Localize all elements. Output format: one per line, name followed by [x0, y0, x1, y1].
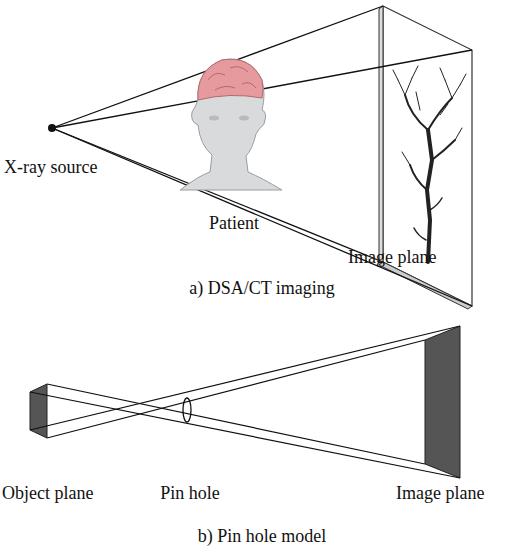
image-plane-b [425, 326, 460, 478]
source-label: X-ray source [4, 158, 97, 178]
x-ray-rays [52, 6, 472, 306]
pin-hole [183, 398, 191, 422]
pinhole-label: Pin hole [160, 484, 220, 504]
x-ray-source-dot [48, 124, 56, 132]
object-plane-label: Object plane [2, 484, 93, 504]
patient-head [180, 59, 282, 190]
image-plane-edge [379, 6, 383, 265]
plane-label: Image plane [348, 248, 436, 268]
pinhole-rays [30, 326, 460, 478]
patient-label: Patient [209, 214, 259, 234]
vessel-image [393, 66, 466, 262]
caption: a) DSA/CT imaging [189, 279, 335, 299]
image-plane-edge [379, 262, 472, 309]
caption: b) Pin hole model [198, 527, 327, 547]
plane-label: Image plane [396, 484, 484, 504]
